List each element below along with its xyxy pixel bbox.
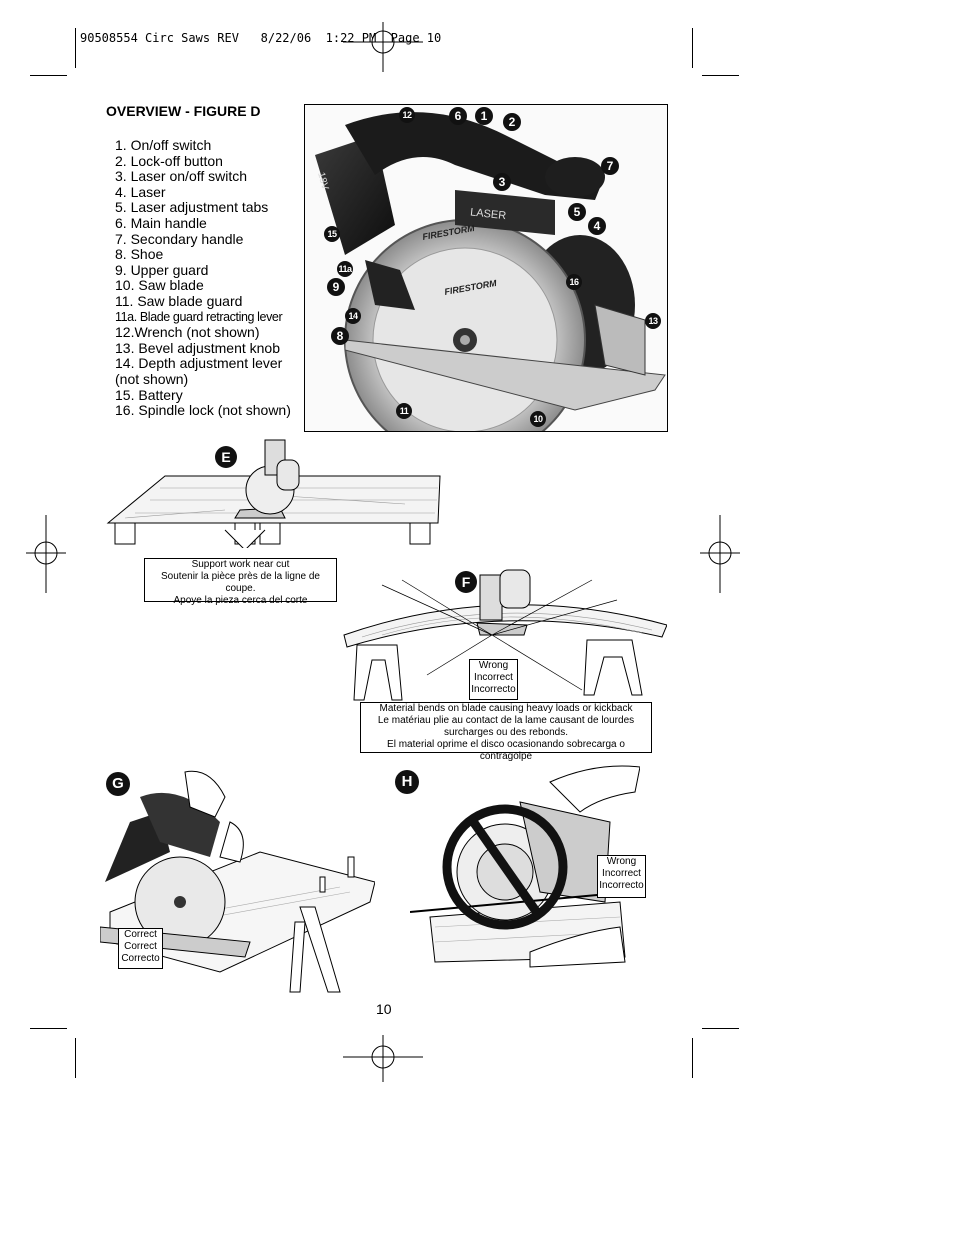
figure-g-correct-label: Correct Correct Correcto <box>118 928 163 969</box>
caption-line: Soutenir la pièce près de la ligne de co… <box>161 571 320 594</box>
part-item: 4. Laser <box>115 183 166 200</box>
callout-7: 7 <box>601 157 619 175</box>
figure-f-wrong-label: Wrong Incorrect Incorrecto <box>469 659 518 700</box>
overview-title: OVERVIEW - FIGURE D <box>106 103 261 119</box>
callout-4: 4 <box>588 217 606 235</box>
figure-e-illustration <box>106 439 441 548</box>
parts-list: 1. On/off switch 2. Lock-off button 3. L… <box>115 137 301 419</box>
figure-d-photo: LASER FIRESTORM FIRESTORM 18V 12 6 1 2 7… <box>304 104 668 432</box>
callout-9: 9 <box>327 278 345 296</box>
caption-line: Apoye la pieza cerca del corte <box>173 595 308 606</box>
part-item: 9. Upper guard <box>115 261 209 278</box>
part-item: 2. Lock-off button <box>115 152 223 169</box>
callout-3: 3 <box>493 173 511 191</box>
callout-11: 11 <box>396 403 412 419</box>
figure-h-illustration <box>410 765 640 968</box>
correct-line: Correct <box>124 941 157 952</box>
part-item: 13. Bevel adjustment knob <box>115 339 280 356</box>
figure-h-wrong-label: Wrong Incorrect Incorrecto <box>597 855 646 898</box>
caption-line: Support work near cut <box>191 559 290 570</box>
callout-15: 15 <box>324 226 340 242</box>
wrong-line: Incorrect <box>602 868 641 879</box>
part-item: 1. On/off switch <box>115 137 212 153</box>
part-item: 3. Laser on/off switch <box>115 168 248 185</box>
figure-h-label: H <box>395 770 419 794</box>
wrong-line: Incorrecto <box>599 880 644 891</box>
voltage-marking: 18V <box>315 171 330 191</box>
figure-f-illustration <box>343 569 667 701</box>
callout-12: 12 <box>399 107 415 123</box>
callout-8: 8 <box>331 327 349 345</box>
part-item: 14. Depth adjustment lever (not shown) <box>115 355 283 387</box>
wrong-line: Incorrect <box>474 672 513 683</box>
part-item: 7. Secondary handle <box>115 230 244 247</box>
callout-10: 10 <box>530 411 546 427</box>
caption-line: Le matériau plie au contact de la lame c… <box>377 715 635 726</box>
laser-marking: LASER <box>470 206 507 222</box>
circular-saw-illustration: LASER FIRESTORM FIRESTORM 18V <box>305 105 667 431</box>
caption-line: El material oprime el disco ocasionando … <box>387 739 625 762</box>
callout-1: 1 <box>475 107 493 125</box>
wrong-line: Wrong <box>478 660 509 671</box>
part-item: 6. Main handle <box>115 214 207 231</box>
caption-line: Material bends on blade causing heavy lo… <box>379 703 633 714</box>
correct-line: Correcto <box>121 953 160 964</box>
part-item: 8. Shoe <box>115 246 164 263</box>
part-item: 5. Laser adjustment tabs <box>115 199 269 216</box>
figure-e-caption: Support work near cut Soutenir la pièce … <box>144 558 337 606</box>
figure-e-label: E <box>215 446 237 468</box>
correct-line: Correct <box>124 929 157 940</box>
part-item: 16. Spindle lock (not shown) <box>115 402 291 419</box>
wrong-line: Wrong <box>606 856 637 867</box>
callout-13: 13 <box>645 313 661 329</box>
page-number: 10 <box>376 1001 392 1017</box>
part-item: 12.Wrench (not shown) <box>115 324 260 341</box>
wrong-line: Incorrecto <box>471 684 516 695</box>
part-item: 10. Saw blade <box>115 277 204 294</box>
callout-2: 2 <box>503 113 521 131</box>
callout-5: 5 <box>568 203 586 221</box>
part-item: 15. Battery <box>115 386 183 403</box>
callout-14: 14 <box>345 308 361 324</box>
figure-f-label: F <box>455 571 477 593</box>
part-item: 11a. Blade guard retracting lever <box>115 309 283 324</box>
caption-line: surcharges ou des rebonds. <box>444 727 568 738</box>
figure-f-caption: Material bends on blade causing heavy lo… <box>360 702 652 762</box>
figure-g-illustration <box>100 770 375 993</box>
callout-11a: 11a <box>337 261 353 277</box>
figure-g-label: G <box>106 772 130 796</box>
part-item: 11. Saw blade guard <box>115 292 243 309</box>
callout-16: 16 <box>566 274 582 290</box>
callout-6: 6 <box>449 107 467 125</box>
print-slug: 90508554 Circ Saws REV 8/22/06 1:22 PM P… <box>80 31 442 45</box>
